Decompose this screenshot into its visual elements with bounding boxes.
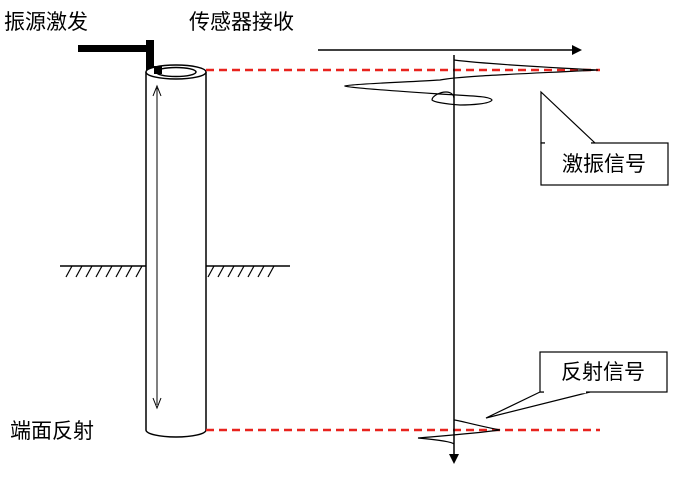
reflection-callout-text: 反射信号 — [561, 360, 645, 384]
excitation-hammer-icon — [78, 40, 154, 70]
reflection-callout: 反射信号 — [485, 351, 668, 419]
reflection-waveform — [417, 419, 501, 445]
pile-cylinder-icon — [145, 64, 207, 438]
sensor-label: 传感器接收 — [189, 10, 294, 34]
pile-wave-path-arrow — [152, 84, 162, 410]
excitation-waveform — [343, 59, 599, 106]
sensor-block-icon — [154, 66, 162, 74]
source-label: 振源激发 — [4, 10, 88, 34]
excitation-callout-text: 激振信号 — [562, 152, 646, 176]
end-reflection-label: 端面反射 — [10, 419, 94, 443]
excitation-callout: 激振信号 — [540, 90, 669, 186]
ground-hatch-icon — [60, 265, 290, 278]
